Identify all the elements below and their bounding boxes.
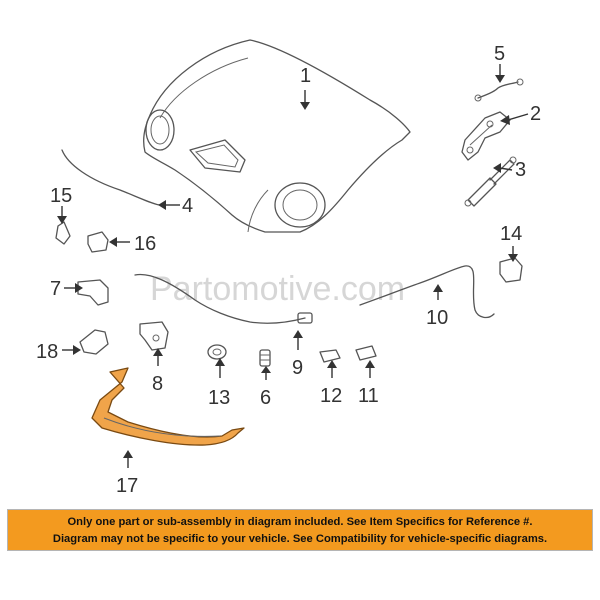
rubber-block bbox=[87, 231, 109, 253]
callout-9: 9 bbox=[292, 357, 303, 379]
callout-12: 12 bbox=[320, 385, 342, 407]
pad bbox=[319, 349, 341, 363]
hood-cable-long bbox=[359, 265, 495, 319]
callout-4: 4 bbox=[182, 195, 193, 217]
hood-panel bbox=[143, 39, 411, 233]
callout-3: 3 bbox=[515, 159, 526, 181]
callout-16: 16 bbox=[134, 233, 156, 255]
striker bbox=[499, 257, 523, 283]
latch-bracket bbox=[77, 279, 109, 306]
hood-latch bbox=[139, 321, 169, 351]
callout-6: 6 bbox=[260, 387, 271, 409]
callout-18: 18 bbox=[36, 341, 58, 363]
cable-handle bbox=[297, 312, 313, 324]
disclaimer-banner: Only one part or sub-assembly in diagram… bbox=[7, 509, 593, 551]
disclaimer-line-1: Only one part or sub-assembly in diagram… bbox=[67, 516, 533, 528]
callout-11: 11 bbox=[358, 385, 379, 407]
retainer-clip bbox=[55, 221, 71, 245]
callout-15: 15 bbox=[50, 185, 72, 207]
callout-numbers: 1 2 3 4 5 6 7 8 9 10 11 12 13 14 15 16 1… bbox=[36, 43, 541, 497]
hood-release-cable-short bbox=[474, 78, 524, 102]
hood-seal bbox=[61, 149, 161, 206]
clip bbox=[355, 345, 377, 361]
callout-1: 1 bbox=[300, 65, 311, 87]
callout-13: 13 bbox=[208, 387, 230, 409]
support-inner-edge bbox=[103, 417, 221, 437]
watermark-text: Partomotive.com bbox=[150, 270, 405, 308]
hood-lift-support bbox=[464, 156, 517, 207]
disclaimer-line-2: Diagram may not be specific to your vehi… bbox=[52, 533, 548, 545]
callout-7: 7 bbox=[50, 278, 61, 300]
upper-tie-bar-support bbox=[91, 367, 245, 446]
support-bracket bbox=[79, 329, 109, 355]
callout-14: 14 bbox=[500, 223, 522, 245]
callout-5: 5 bbox=[494, 43, 505, 65]
callout-8: 8 bbox=[152, 373, 163, 395]
hood-hinge bbox=[461, 111, 511, 161]
callout-17: 17 bbox=[116, 475, 138, 497]
bumper-stop bbox=[259, 349, 271, 367]
leader-arrows bbox=[57, 64, 529, 468]
grommet bbox=[207, 344, 227, 360]
callout-10: 10 bbox=[426, 307, 448, 329]
hood-release-cable bbox=[134, 273, 306, 324]
callout-2: 2 bbox=[530, 103, 541, 125]
